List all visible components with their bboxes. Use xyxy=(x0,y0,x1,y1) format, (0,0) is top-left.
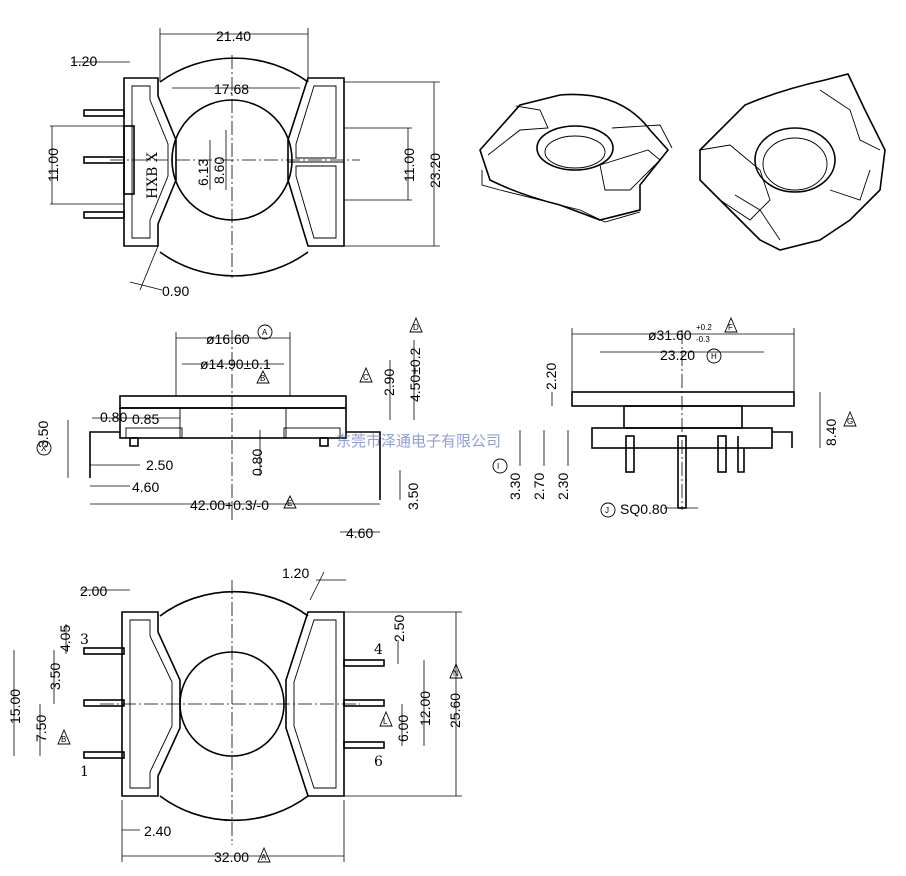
top-view: HXB X 21.40 17.68 1.20 11.00 6.13 8.60 1… xyxy=(45,28,443,299)
dim-3-50-bottom: 3.50 xyxy=(47,663,63,690)
note-c: C xyxy=(363,373,369,382)
dim-11-00-left: 11.00 xyxy=(45,148,61,182)
pin-4-label: 4 xyxy=(374,642,383,658)
dim-3-50-right: 3.50 xyxy=(405,483,421,510)
dim-21-40: 21.40 xyxy=(216,28,251,44)
dim-15-00: 15.00 xyxy=(7,689,23,724)
dim-2-50-bottom: 2.50 xyxy=(391,615,407,642)
dim-17-68: 17.68 xyxy=(214,81,249,97)
dim-3-50-left: 3.50 xyxy=(35,421,51,448)
pin-6-label: 6 xyxy=(374,754,383,770)
dim-8-40: 8.40 xyxy=(823,419,839,446)
dim-12-00: 12.00 xyxy=(417,691,433,726)
dim-25-60: 25.60 xyxy=(447,693,463,728)
dim-2-50: 2.50 xyxy=(146,457,173,473)
side-view: ø31.60 +0.2 -0.3 F 23.20 H 2.20 8.40 G I… xyxy=(492,316,857,518)
dim-14-90: ø14.90±0.1 xyxy=(200,356,271,372)
ref-label-h: H xyxy=(711,352,717,361)
isometric-view-1 xyxy=(479,93,673,223)
note-g: G xyxy=(847,417,853,426)
dim-7-50: 7.50 xyxy=(33,715,49,742)
dim-3-30: 3.30 xyxy=(507,473,523,500)
note-n: N xyxy=(453,669,459,678)
dim-4-50: 4.50±0.2 xyxy=(407,347,423,402)
dim-11-00-right: 11.00 xyxy=(401,148,417,182)
ref-label-b: B xyxy=(260,374,265,383)
ref-label-j: J xyxy=(605,506,609,515)
dim-2-00: 2.00 xyxy=(80,583,107,599)
dim-32-00: 32.00 xyxy=(214,849,249,865)
dim-4-05: 4.05 xyxy=(57,625,73,652)
dim-0-80-mid: 0.80 xyxy=(249,449,265,476)
front-view: ø16.60 A ø14.90±0.1 B 0.80 0.85 3.50 X 2… xyxy=(35,316,423,541)
dim-1-20: 1.20 xyxy=(70,53,97,69)
dim-sq0-80: SQ0.80 xyxy=(620,501,668,517)
ref-label-a: A xyxy=(262,328,268,337)
dim-4-60-right: 4.60 xyxy=(346,525,373,541)
bottom-view: 3 1 4 6 2.00 1.20 4.05 3.50 15.00 7.50 B… xyxy=(7,565,463,865)
note-d: D xyxy=(413,323,419,332)
dim-2-70: 2.70 xyxy=(531,473,547,500)
dim-0-80: 0.80 xyxy=(100,409,127,425)
dim-0-85: 0.85 xyxy=(132,411,159,427)
dim-1-20-bottom: 1.20 xyxy=(282,565,309,581)
dim-31-60-tol-plus: +0.2 xyxy=(696,323,712,332)
dim-2-90: 2.90 xyxy=(381,369,397,396)
bobbin-marking: HXB X xyxy=(145,152,161,199)
dim-2-30: 2.30 xyxy=(555,473,571,500)
note-b-bottom: B xyxy=(61,735,66,744)
note-f: F xyxy=(728,323,733,332)
dim-0-90: 0.90 xyxy=(162,283,189,299)
dim-8-60: 8.60 xyxy=(211,157,227,184)
dim-4-60-left: 4.60 xyxy=(132,479,159,495)
dim-2-20: 2.20 xyxy=(543,363,559,390)
dim-31-60-tol-minus: -0.3 xyxy=(696,335,710,344)
dim-23-20-side: 23.20 xyxy=(660,347,695,363)
note-l: L xyxy=(383,717,388,726)
dim-6-00: 6.00 xyxy=(395,715,411,742)
dim-2-40: 2.40 xyxy=(144,823,171,839)
pin-1-label: 1 xyxy=(80,764,89,780)
dim-23-20-top: 23.20 xyxy=(427,153,443,188)
company-watermark: 东莞市泽通电子有限公司 xyxy=(336,432,501,450)
ref-label-x: X xyxy=(41,444,47,453)
dim-6-13: 6.13 xyxy=(195,159,211,186)
dim-31-60: ø31.60 xyxy=(648,327,692,343)
dim-16-60: ø16.60 xyxy=(206,331,250,347)
note-a-bottom: A xyxy=(261,853,267,862)
isometric-view-2 xyxy=(699,73,886,251)
ref-label-i: I xyxy=(497,462,499,471)
dim-42-00: 42.00+0.3/-0 xyxy=(190,497,269,513)
note-e: E xyxy=(287,499,292,508)
pin-3-label: 3 xyxy=(80,632,89,648)
